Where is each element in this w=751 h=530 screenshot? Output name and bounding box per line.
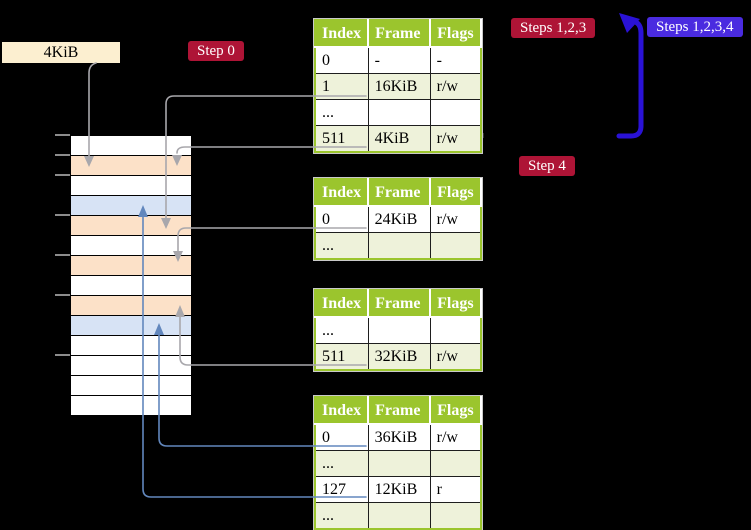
memory-frame-mapped [71,196,191,216]
column-header: Index [315,179,370,207]
memory-tick [55,254,70,256]
table-cell: ... [314,316,369,344]
table-cell: ... [314,232,369,260]
table-cell [367,232,431,260]
table-row: ... [314,316,482,344]
table-cell: 0 [314,46,369,74]
page-size-label: 4KiB [2,42,120,63]
physical-memory-column [70,135,192,416]
memory-frame-unused [71,336,191,356]
column-header: Flags [430,397,482,425]
column-header: Flags [430,20,482,48]
table-cell [429,99,482,126]
column-header: Index [315,290,370,318]
column-header: Index [315,20,370,48]
memory-frame-unused [71,276,191,296]
table-row: ... [314,450,482,477]
table-cell: - [367,46,431,74]
table-cell: 0 [314,205,369,233]
table-cell: ... [314,450,369,477]
memory-tick [55,214,70,216]
table-cell: 4KiB [367,125,431,153]
column-header: Flags [430,179,482,207]
table-cell: r/w [429,73,482,100]
arrowhead-up-left-icon [619,13,640,33]
table-cell: r/w [429,423,482,451]
recursive-loop-arrow [616,18,644,139]
memory-frame-unused [71,376,191,396]
table-edge-artifact [480,133,484,138]
badge-step-0: Step 0 [188,41,244,61]
memory-frame-unused [71,236,191,256]
table-cell [367,502,431,530]
table-cell: 1 [314,73,369,100]
table-cell: r/w [429,205,482,233]
memory-frame-unused [71,396,191,415]
table-cell [429,316,482,344]
table-row: ... [314,232,482,260]
table-cell [367,450,431,477]
table-cell: 32KiB [367,343,431,371]
table-cell: r/w [429,125,482,153]
badge-steps-1234: Steps 1,2,3,4 [647,17,743,37]
column-header: Frame [368,179,432,207]
table-cell [429,450,482,477]
table-cell: 16KiB [367,73,431,100]
column-header: Frame [368,20,432,48]
memory-frame-page_table [71,296,191,316]
table-cell: 511 [314,343,369,371]
table-cell: r [429,476,482,503]
column-header: Frame [368,290,432,318]
memory-tick [55,154,70,156]
memory-frame-page_table [71,216,191,236]
column-header: Flags [430,290,482,318]
table-cell: r/w [429,343,482,371]
memory-frame-unused [71,176,191,196]
table-cell: ... [314,502,369,530]
table-cell: 36KiB [367,423,431,451]
table-cell: - [429,46,482,74]
table-cell [429,232,482,260]
memory-tick [55,354,70,356]
memory-frame-unused [71,356,191,376]
column-header: Frame [368,397,432,425]
table-row: ... [314,99,482,126]
table-cell [429,502,482,530]
memory-frame-page_table [71,256,191,276]
table-cell [367,316,431,344]
table-row: 0-- [314,46,482,74]
badge-steps-123: Steps 1,2,3 [511,18,596,38]
table-cell: ... [314,99,369,126]
memory-frame-unused [71,136,191,156]
table-row: ... [314,502,482,530]
table-cell: 127 [314,476,369,503]
table-cell: 0 [314,423,369,451]
memory-frame-page_table [71,156,191,176]
table-cell: 12KiB [367,476,431,503]
table-cell: 511 [314,125,369,153]
memory-frame-mapped [71,316,191,336]
memory-tick [55,174,70,176]
table-cell [367,99,431,126]
memory-tick [55,294,70,296]
table-cell: 24KiB [367,205,431,233]
column-header: Index [315,397,370,425]
badge-step-4: Step 4 [519,156,575,176]
memory-tick [55,134,70,136]
